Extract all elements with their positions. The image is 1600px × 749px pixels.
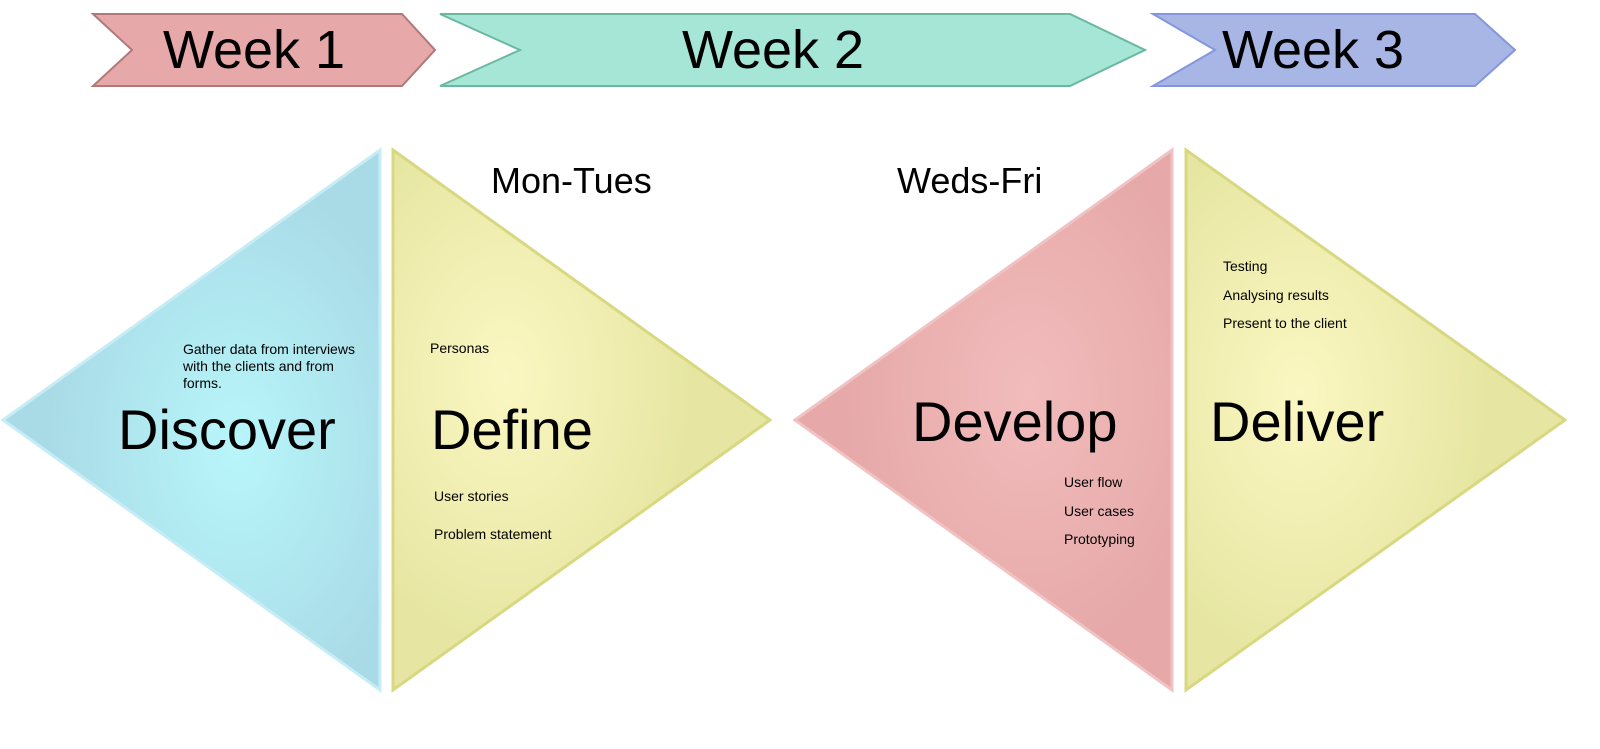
week3-chevron — [1149, 13, 1517, 87]
develop-note: User cases — [1064, 503, 1135, 519]
week1-chevron — [90, 13, 437, 87]
week2-chevron — [439, 13, 1148, 87]
week1-label: Week 1 — [163, 20, 346, 80]
discover-note: Gather data from interviews — [183, 341, 355, 357]
define-note: Personas — [430, 340, 490, 356]
develop-triangle — [792, 147, 1174, 693]
discover-title: Discover — [118, 398, 336, 461]
define-note: Problem statement — [434, 526, 552, 542]
week2-label: Week 2 — [682, 20, 865, 80]
deliver-triangle — [1184, 147, 1568, 693]
week3-label: Week 3 — [1222, 20, 1405, 80]
deliver-note: Analysing results — [1223, 287, 1329, 303]
weds-fri-label: Weds-Fri — [897, 160, 1043, 201]
develop-note: Prototyping — [1064, 531, 1135, 547]
define-note: User stories — [434, 488, 509, 504]
develop-note: User flow — [1064, 474, 1123, 490]
deliver-title: Deliver — [1210, 390, 1385, 453]
deliver-note: Testing — [1223, 258, 1268, 274]
discover-triangle — [0, 147, 382, 693]
deliver-note: Present to the client — [1223, 315, 1347, 331]
develop-title: Develop — [912, 390, 1118, 453]
discover-note: forms. — [183, 375, 222, 391]
define-triangle — [391, 147, 773, 693]
define-title: Define — [431, 398, 593, 461]
discover-note: with the clients and from — [183, 358, 334, 374]
mon-tues-label: Mon-Tues — [491, 160, 652, 201]
